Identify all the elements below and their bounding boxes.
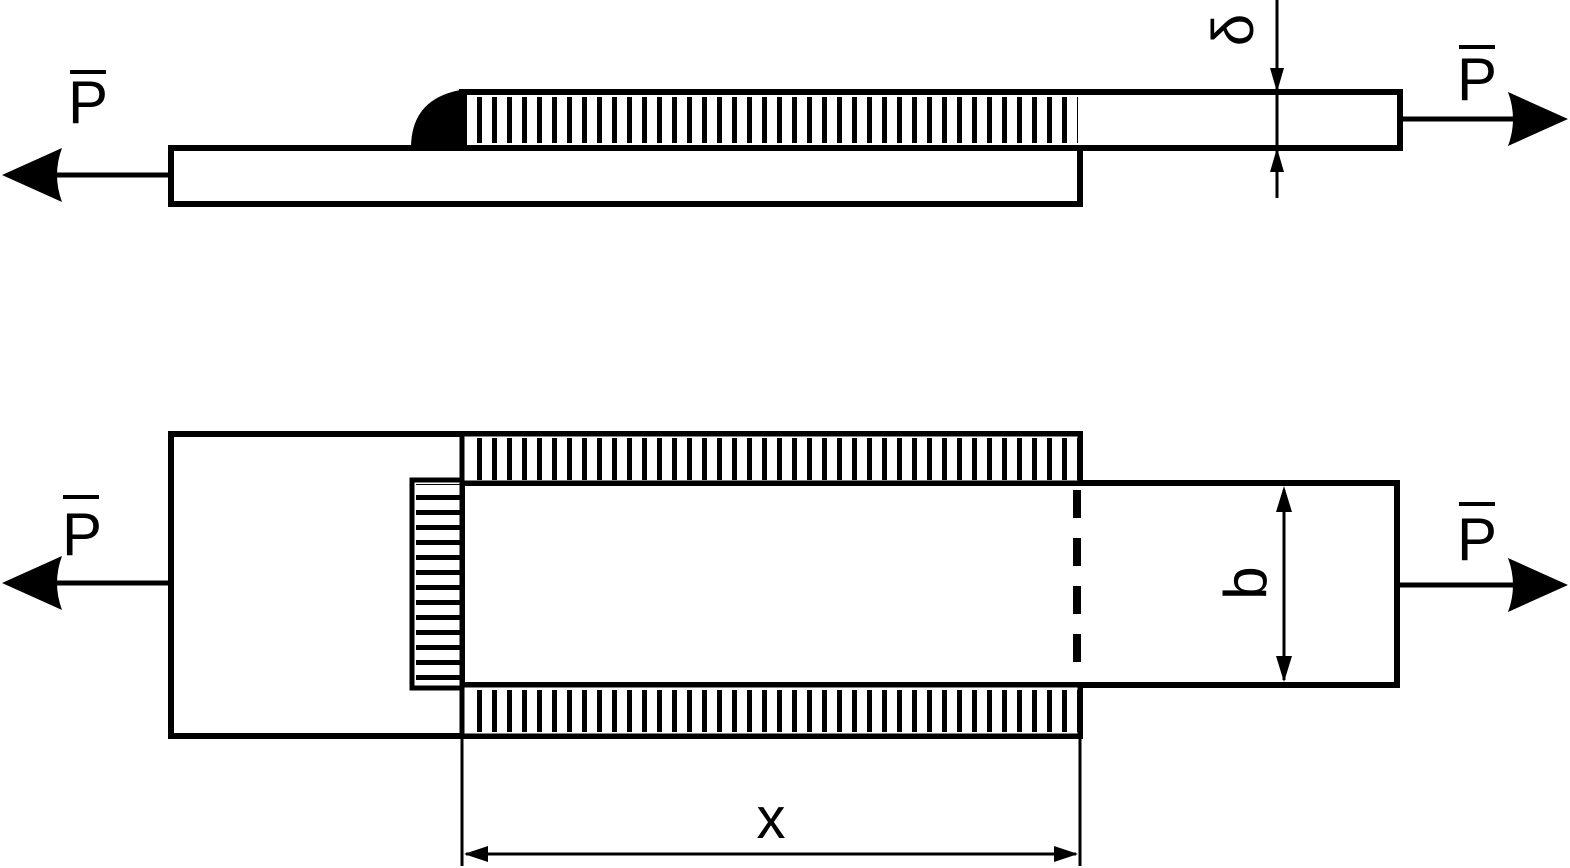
width-label: b <box>1212 566 1279 599</box>
side-force-arrow-right <box>1400 92 1568 146</box>
top-weld-lower-hatch <box>467 690 1078 732</box>
side-force-arrow-left <box>2 148 171 202</box>
top-force-label-left: P <box>62 501 102 568</box>
side-fillet-weld <box>411 89 467 148</box>
length-label: x <box>757 786 786 851</box>
side-lower-plate <box>168 145 1083 207</box>
top-force-arrow-right <box>1397 558 1568 612</box>
length-dimension <box>460 736 1082 866</box>
side-force-label-left: P <box>68 69 108 136</box>
top-force-label-right: P <box>1457 506 1497 573</box>
thickness-dimension <box>1270 0 1284 198</box>
top-force-arrow-left <box>2 556 171 610</box>
top-weld-upper-hatch <box>467 438 1078 480</box>
side-force-label-right: P <box>1457 46 1497 113</box>
side-view: P P δ <box>2 0 1568 207</box>
thickness-label: δ <box>1201 14 1266 46</box>
top-weld-transverse-hatch <box>416 484 460 686</box>
top-view: P P b x <box>2 431 1568 866</box>
side-weld-hatch <box>467 97 1078 143</box>
width-dimension <box>1276 486 1292 682</box>
